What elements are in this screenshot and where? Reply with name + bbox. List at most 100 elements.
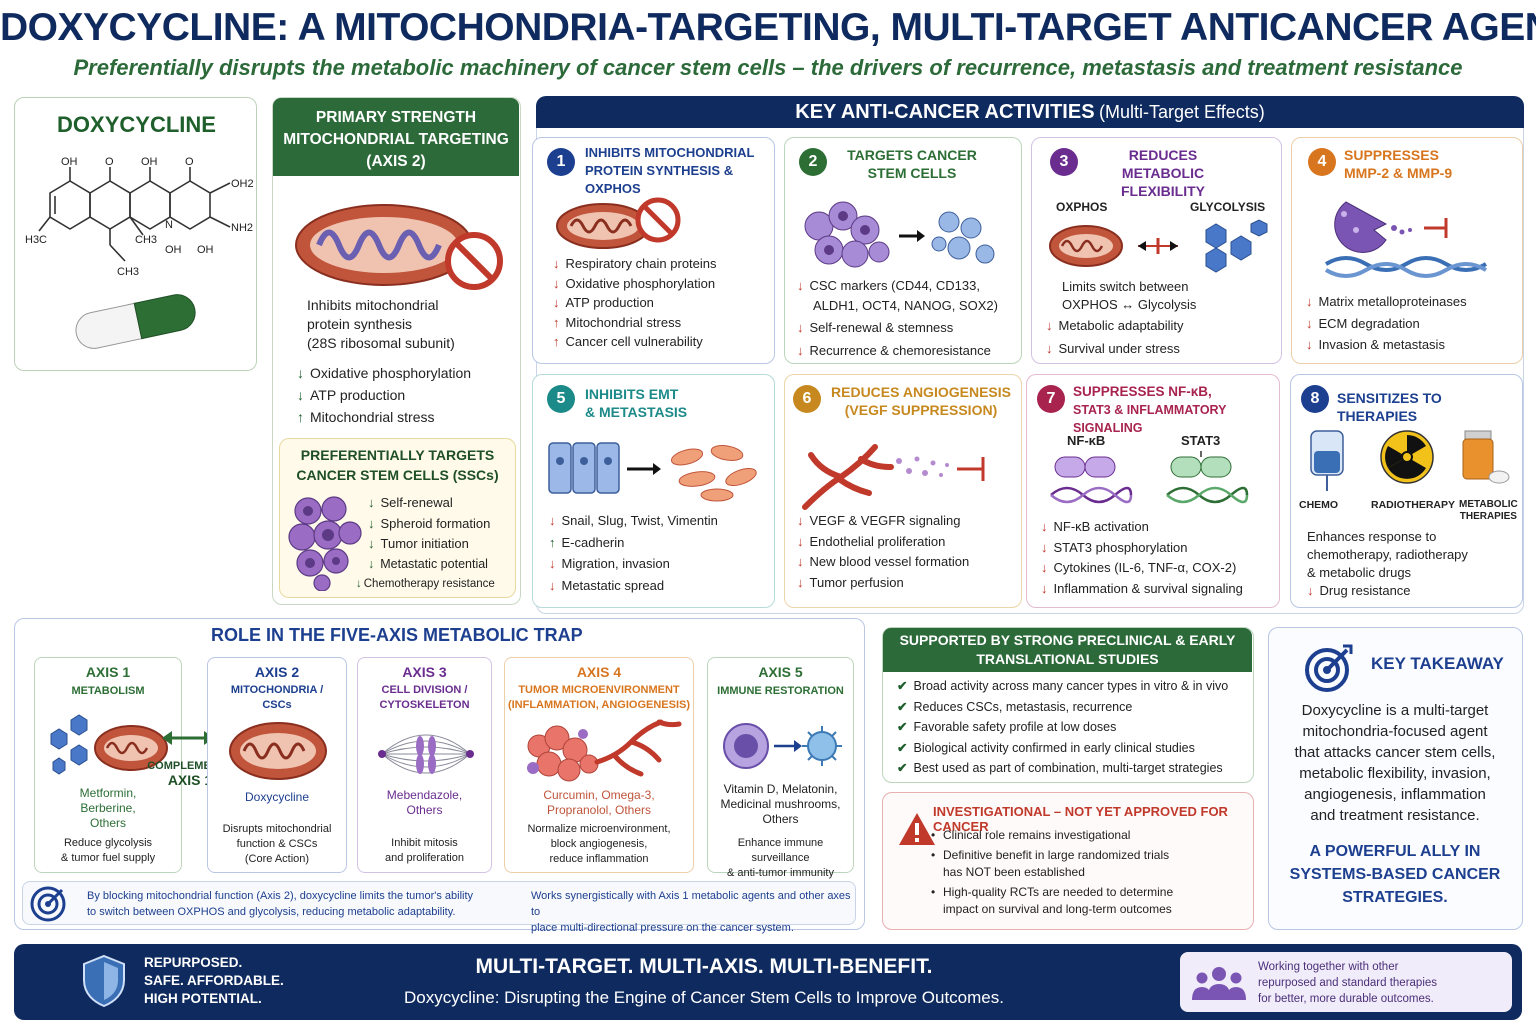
item-text: Metabolic adaptability [1058, 318, 1184, 333]
title-line: INHIBITS MITOCHONDRIAL [585, 145, 755, 160]
item-text: Mitochondrial stress [565, 314, 682, 330]
footer-subline: Doxycycline: Disrupting the Engine of Ca… [404, 988, 1004, 1007]
primary-header-line: PRIMARY STRENGTH [315, 109, 477, 126]
primary-effects-list: ↓Oxidative phosphorylation ↓ATP producti… [297, 362, 471, 428]
sub-line: MITOCHONDRIA / [230, 684, 324, 696]
item-line: Definitive benefit in large randomized t… [943, 848, 1170, 862]
activity-title: SENSITIZES TO THERAPIES [1337, 390, 1442, 424]
list-item: ✔Biological activity confirmed in early … [897, 738, 1228, 759]
activity-list: ↓Drug resistance [1307, 581, 1411, 601]
down-arrow-icon: ↓ [797, 513, 804, 528]
atom-label: H3C [25, 234, 47, 246]
up-arrow-icon: ↑ [553, 314, 560, 330]
takeaway-card: KEY TAKEAWAY Doxycycline is a multi-targ… [1268, 627, 1523, 930]
agent-line: Mebendazole, [386, 788, 463, 802]
emph-line: A POWERFUL ALLY IN [1309, 843, 1481, 860]
mitochondria-blocked-icon [295, 204, 503, 290]
list-item: ↓Metastatic potential [368, 555, 495, 575]
down-arrow-icon: ↓ [553, 295, 560, 310]
axis-card-4: AXIS 4 TUMOR MICROENVIRONMENT(INFLAMMATI… [504, 657, 694, 873]
item-text: Matrix metalloproteinases [1318, 294, 1467, 309]
list-item: ↓ Inflammation & survival signaling [1041, 579, 1243, 599]
list-item: •Definitive benefit in large randomized … [931, 847, 1173, 881]
desc-line: function & CSCs [236, 838, 318, 850]
item-text: Endothelial proliferation [809, 533, 946, 549]
primary-header-line: MITOCHONDRIAL TARGETING [283, 131, 509, 148]
list-item: ↓Migration, invasion [549, 554, 718, 574]
down-arrow-icon: ↓ [1306, 294, 1313, 309]
activities-header: KEY ANTI-CANCER ACTIVITIES (Multi-Target… [536, 96, 1524, 128]
axis-agents: Vitamin D, Melatonin,Medicinal mushrooms… [708, 782, 853, 827]
list-item: ✔Best used as part of combination, multi… [897, 758, 1228, 779]
callout-line: for better, more durable outcomes. [1258, 993, 1434, 1005]
list-item: ↓CSC markers (CD44, CD133, [797, 276, 998, 296]
item-text: ECM degradation [1318, 315, 1420, 331]
down-arrow-icon: ↓ [797, 574, 804, 590]
emt-transition-icon [548, 442, 757, 502]
axis-card-5: AXIS 5 IMMUNE RESTORATION Vitamin D, Mel… [707, 657, 854, 879]
stem-cell-to-cells-icon [804, 201, 995, 268]
list-item: ↓Self-renewal [368, 493, 495, 513]
ssc-item-text: Self-renewal [380, 495, 453, 510]
checkmark-icon: ✔ [897, 720, 908, 734]
item-text: Self-renewal & stemness [809, 320, 954, 335]
activity-number: 3 [1050, 148, 1078, 176]
activity-list: ↓Respiratory chain proteins ↓ Oxidative p… [553, 254, 717, 352]
list-item: ↓Cytokines (IL-6, TNF-α, COX-2) [1041, 558, 1243, 578]
activity-card-8: 8 SENSITIZES TO THERAPIES CHEMO RADIOTHE… [1290, 374, 1523, 608]
item-line: has NOT been established [943, 865, 1085, 879]
therapies-icons [1310, 430, 1510, 491]
desc-line: Reduce glycolysis [63, 837, 153, 849]
item-text: Inflammation & survival signaling [1053, 580, 1243, 596]
list-item: ↓NF-κB activation [1041, 517, 1243, 537]
desc-line: chemotherapy, radiotherapy [1307, 547, 1468, 562]
activity-card-5: 5 INHIBITS EMT& METASTASIS ↓Snail, Slug,… [532, 374, 775, 608]
mitochondria-icon [229, 722, 327, 780]
evidence-list: ✔Broad activity across many cancer types… [897, 676, 1228, 779]
list-item: ↓STAT3 phosphorylation [1041, 538, 1243, 558]
item-text: Cancer cell vulnerability [565, 334, 703, 349]
atom-label: N [165, 219, 173, 231]
axis-title: AXIS 4 [576, 664, 622, 680]
desc-line: & anti-tumor immunity [727, 867, 834, 879]
list-item: ↑E-cadherin [549, 533, 718, 553]
axis-card-2: AXIS 2 MITOCHONDRIA /CSCs Doxycycline Di… [207, 657, 347, 873]
axis-subtitle: TUMOR MICROENVIRONMENT(INFLAMMATION, ANG… [505, 683, 693, 713]
list-item: ↓Metastatic spread [549, 576, 718, 596]
list-item: ↑Mitochondrial stress [297, 406, 471, 428]
body-line: angiogenesis, inflammation [1304, 786, 1486, 803]
desc-line: Normalize microenvironment, [527, 823, 671, 835]
atom-label: OH [61, 156, 78, 168]
list-item: ↓Respiratory chain proteins [553, 254, 717, 274]
target-icon [1305, 644, 1353, 692]
title-line: & METASTASIS [585, 404, 688, 420]
up-arrow-icon: ↑ [553, 334, 560, 349]
ssc-list: ↓Self-renewal ↓Spheroid formation ↓Tumor… [356, 493, 495, 595]
desc-line: & metabolic drugs [1307, 565, 1412, 580]
down-arrow-icon: ↓ [549, 556, 556, 571]
down-arrow-icon: ↓ [553, 275, 560, 291]
list-item: ↓Metabolic adaptability [1046, 316, 1184, 336]
label-line: THERAPIES [1459, 511, 1517, 522]
down-arrow-icon: ↓ [549, 513, 556, 528]
agent-line: Medicinal mushrooms, [720, 797, 841, 811]
axis-description: Normalize microenvironment,block angioge… [505, 822, 693, 867]
activity-title: REDUCES ANGIOGENESIS(VEGF SUPPRESSION) [827, 383, 1015, 419]
axis-note-1: By blocking mitochondrial function (Axis… [87, 888, 473, 920]
checkmark-icon: ✔ [897, 761, 908, 775]
title-line: FLEXIBILITY [1121, 183, 1205, 199]
down-arrow-icon: ↓ [1041, 580, 1048, 596]
atom-label: OH2 [231, 178, 254, 190]
footer-headline: MULTI-TARGET. MULTI-AXIS. MULTI-BENEFIT. [475, 955, 933, 978]
item-text: Oxidative phosphorylation [565, 275, 716, 291]
ssc-box: PREFERENTIALLY TARGETS CANCER STEM CELLS… [279, 438, 516, 598]
drug-name: DOXYCYCLINE [57, 112, 216, 137]
down-arrow-icon: ↓ [368, 556, 375, 571]
investigational-card: INVESTIGATIONAL – NOT YET APPROVED FOR C… [882, 792, 1254, 930]
